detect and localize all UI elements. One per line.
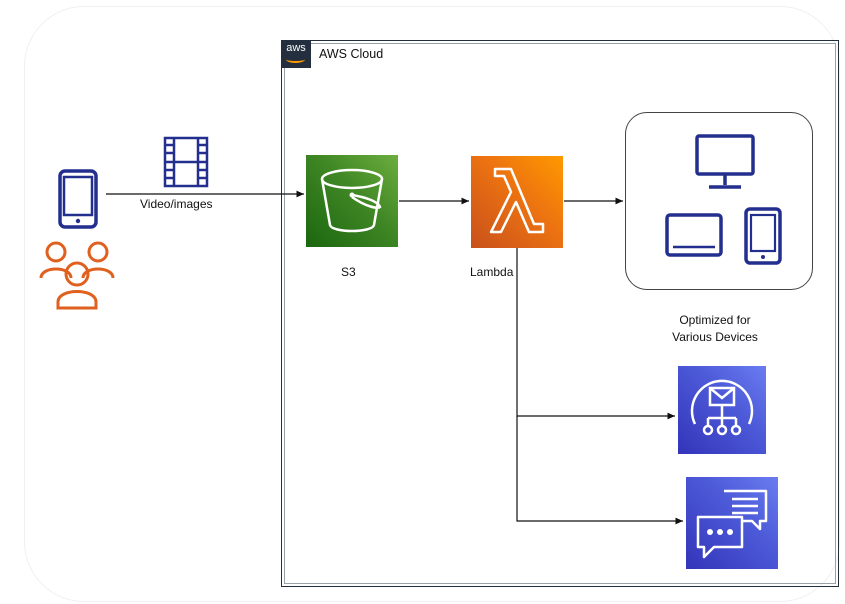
smartphone-icon [744, 207, 782, 265]
s3-label: S3 [341, 265, 356, 279]
chat-messages-icon [696, 489, 768, 559]
users-group-icon [39, 241, 115, 310]
aws-logo-icon: aws [281, 40, 311, 68]
aws-smile-icon [286, 56, 305, 63]
tablet-icon [665, 213, 723, 257]
mobile-phone-icon [58, 169, 98, 229]
sns-notification-icon [690, 379, 754, 436]
devices-caption: Optimized for Various Devices [640, 312, 790, 346]
desktop-monitor-icon [695, 134, 755, 189]
aws-cloud-inner-border [284, 43, 836, 584]
s3-bucket-icon [320, 168, 384, 233]
s3-service-tile[interactable] [306, 155, 398, 247]
outer-frame [24, 6, 840, 602]
devices-caption-line2: Various Devices [672, 330, 758, 344]
sns-service-tile[interactable] [678, 366, 766, 454]
video-images-label: Video/images [140, 197, 213, 211]
devices-caption-line1: Optimized for [679, 313, 751, 327]
aws-logo-text: aws [286, 42, 306, 54]
aws-cloud-label: AWS Cloud [319, 47, 384, 61]
chat-service-tile[interactable] [686, 477, 778, 569]
arrow-lambda-to-chat [516, 416, 683, 525]
lambda-icon [489, 167, 545, 234]
lambda-service-tile[interactable] [471, 156, 563, 248]
devices-group-box [625, 112, 813, 290]
aws-cloud-group [281, 40, 839, 587]
lambda-label: Lambda [470, 265, 514, 279]
film-strip-icon [163, 136, 209, 188]
